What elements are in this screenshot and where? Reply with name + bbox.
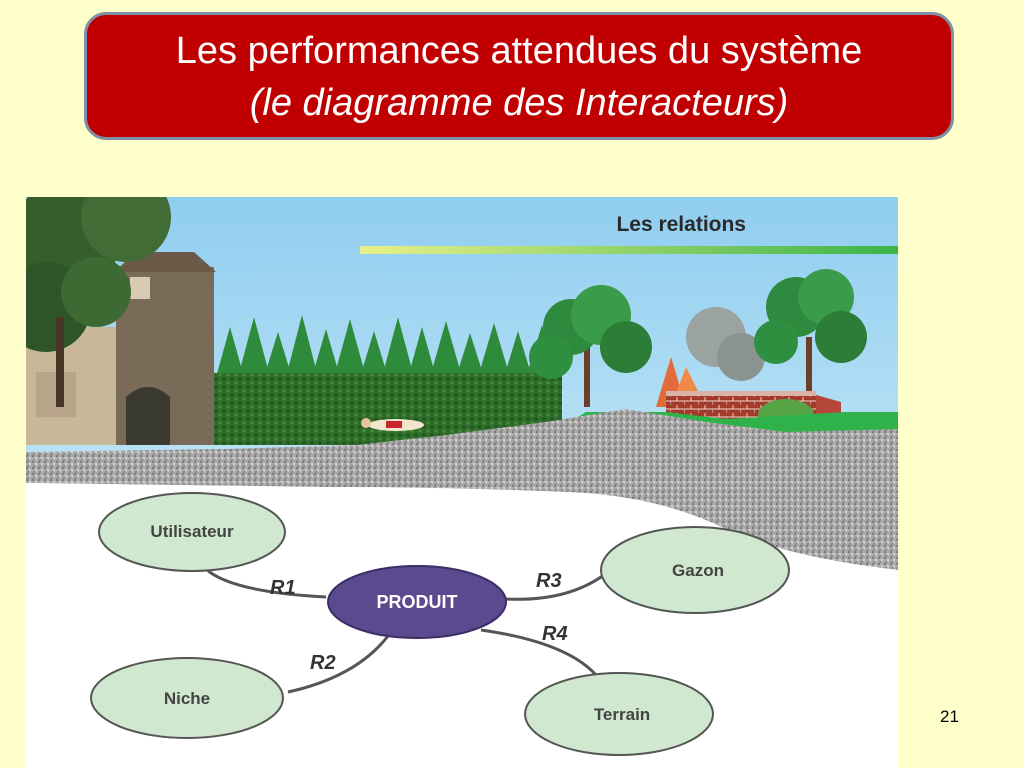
link-r1: [204, 567, 327, 599]
node-label-utilisateur: Utilisateur: [150, 522, 234, 541]
link-r2: [287, 635, 390, 694]
relation-label-r4: R4: [542, 623, 568, 645]
slide-subtitle: (le diagramme des Interacteurs): [249, 82, 789, 124]
relation-label-r3: R3: [536, 570, 562, 592]
relation-label-r1: R1: [270, 577, 296, 599]
relation-links: [204, 567, 605, 694]
castle-gate: [26, 252, 216, 445]
person-relaxing: [361, 418, 424, 431]
heading-bar: [360, 246, 898, 254]
link-r4: [480, 628, 598, 677]
node-label-produit: PRODUIT: [377, 592, 458, 612]
node-label-niche: Niche: [164, 689, 210, 708]
node-label-gazon: Gazon: [672, 561, 724, 580]
node-utilisateur: Utilisateur: [98, 492, 286, 572]
node-label-terrain: Terrain: [594, 705, 650, 724]
node-niche: Niche: [90, 657, 284, 739]
node-produit: PRODUIT: [327, 565, 507, 639]
scene-heading: Les relations: [616, 213, 746, 236]
slide-title: Les performances attendues du système: [175, 30, 863, 72]
slide-title-box: Les performances attendues du système (l…: [84, 12, 954, 140]
node-terrain: Terrain: [524, 672, 714, 756]
interactor-diagram: Les relations: [26, 197, 898, 768]
large-tree-left: [26, 197, 171, 407]
garden-illustration: Les relations: [26, 197, 898, 768]
link-r3: [505, 573, 605, 601]
slide-page-number: 21: [940, 707, 959, 726]
node-gazon: Gazon: [600, 526, 790, 614]
relation-label-r2: R2: [310, 652, 336, 674]
gravel-ground: [26, 409, 898, 570]
